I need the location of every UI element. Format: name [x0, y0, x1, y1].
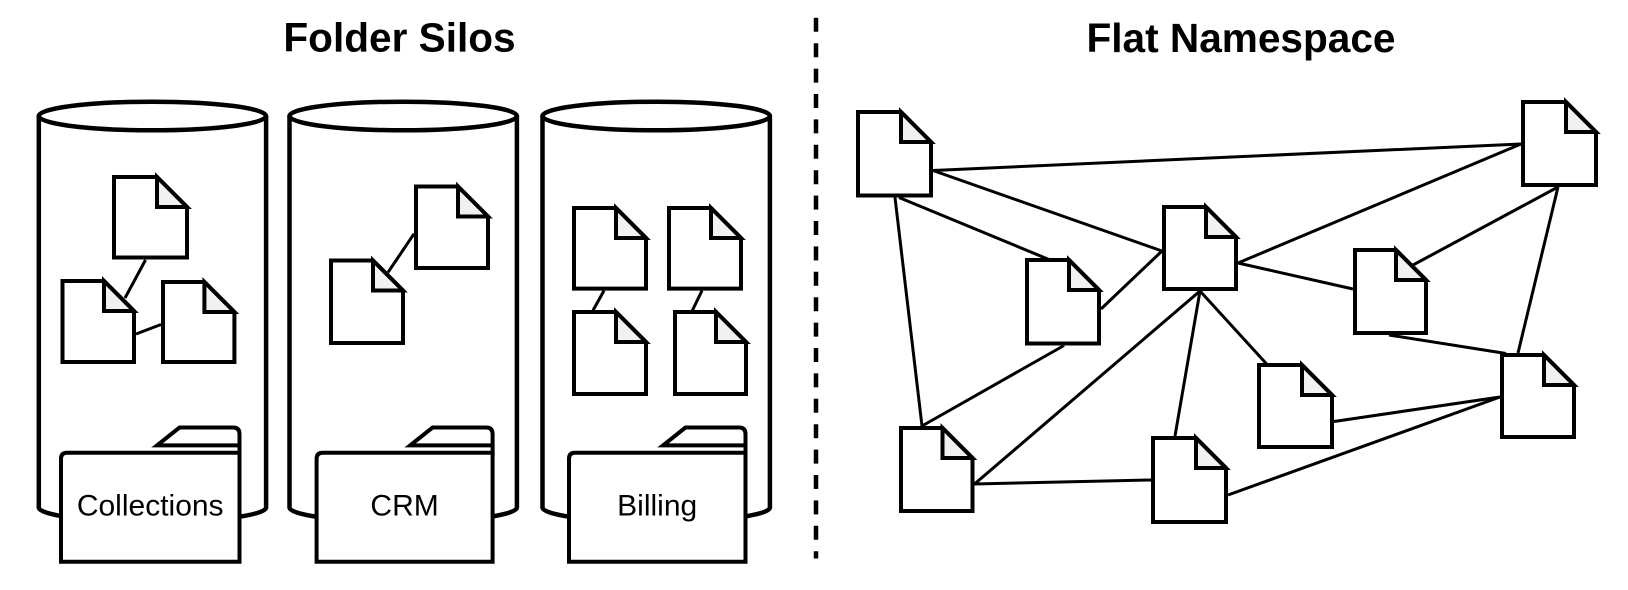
svg-text:Collections: Collections — [77, 490, 224, 523]
svg-text:Folder Silos: Folder Silos — [283, 14, 515, 60]
svg-text:Flat Namespace: Flat Namespace — [1087, 15, 1396, 61]
svg-text:Billing: Billing — [617, 490, 697, 523]
svg-text:CRM: CRM — [370, 490, 438, 523]
